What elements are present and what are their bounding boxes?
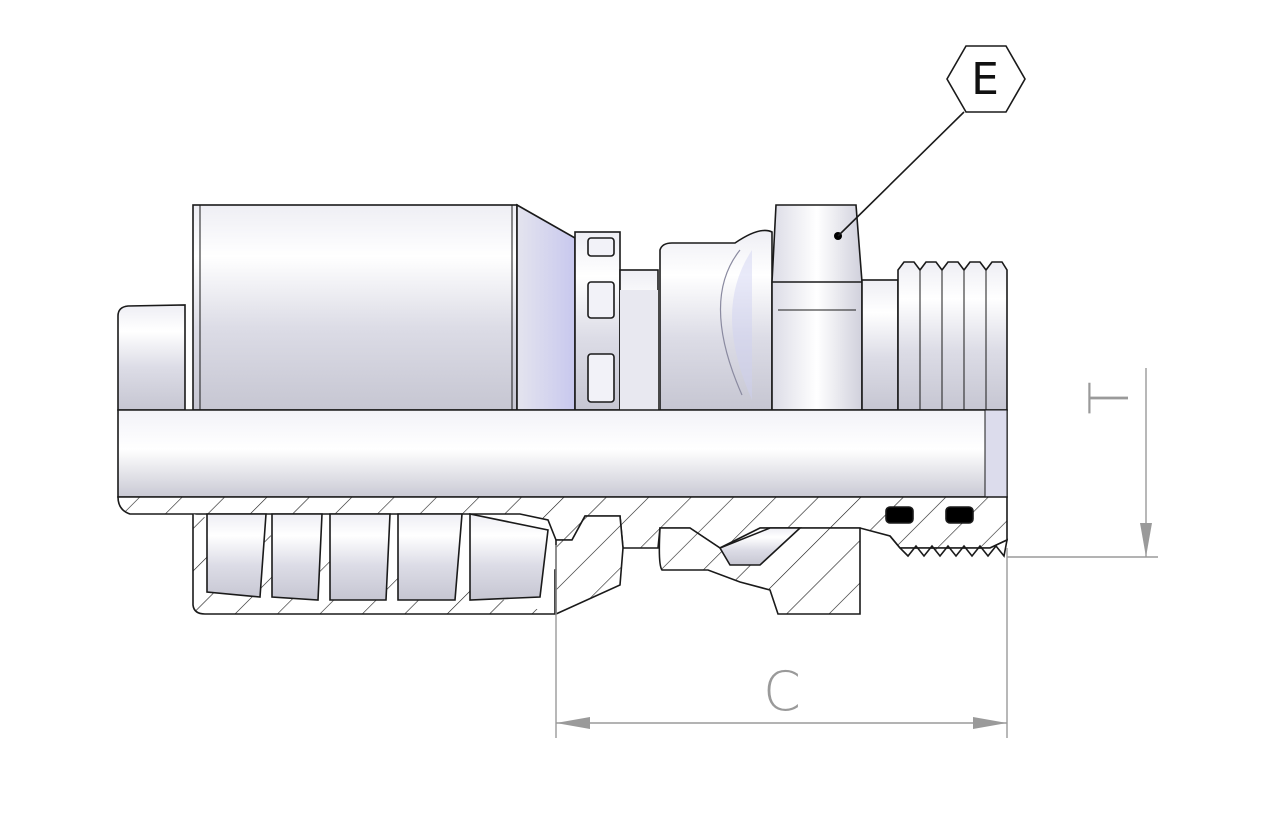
dim-c-arrow-right <box>973 717 1007 729</box>
thread-section <box>889 535 1009 558</box>
callout-leader <box>837 111 965 237</box>
dim-t-label: T <box>1078 382 1141 415</box>
ferrule-teeth <box>206 513 549 601</box>
ferrule-cone <box>516 203 576 411</box>
dim-c-arrow-left <box>556 717 590 729</box>
bore <box>117 409 1008 498</box>
hex-nut <box>771 204 863 411</box>
callout-e: E <box>837 45 1026 237</box>
callout-label: E <box>971 54 999 105</box>
external-view <box>117 203 1008 411</box>
seal-left <box>885 506 914 524</box>
callout-hexagon <box>946 45 1026 113</box>
section-view <box>117 496 1009 616</box>
ferrule-body <box>192 204 518 411</box>
thread-shoulder <box>861 279 899 411</box>
dimension-t: T <box>1007 368 1158 558</box>
dim-c-label: C <box>763 660 801 723</box>
seal-right <box>945 506 974 524</box>
dim-t-arrow <box>1140 523 1152 557</box>
male-thread <box>897 261 1008 411</box>
swivel-body <box>659 229 773 411</box>
dimension-c: C <box>555 545 1008 738</box>
nipple-end <box>117 304 186 411</box>
